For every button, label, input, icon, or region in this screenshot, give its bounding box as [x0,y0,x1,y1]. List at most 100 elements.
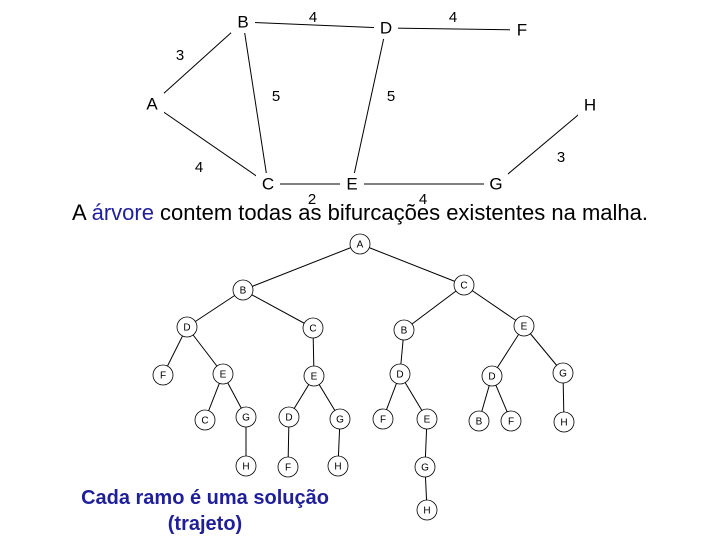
tree-node: C [302,317,324,339]
graph-weight-d-f: 4 [449,9,457,26]
tree-edge [242,289,314,329]
graph-node-bg-e [340,173,364,195]
tree-node-circle [349,233,371,255]
tree-node-label: B [476,417,483,428]
tree-node-circle [176,316,198,338]
tree-node-circle [212,363,234,385]
caption-prefix: A [72,200,92,225]
graph-node-c: C [262,174,274,193]
tree-node: E [212,363,234,385]
graph-weight-a-b: 3 [176,47,184,64]
tree-node-circle [329,408,351,430]
graph-node-d: D [380,18,392,37]
tree-node: G [235,406,257,428]
graph-node-h: H [584,95,596,114]
tree-node: D [481,365,503,387]
solution-note-line1: Cada ramo é uma solução [81,487,329,509]
tree-node-circle [194,409,216,431]
tree-node-circle [553,411,575,433]
tree-node-circle [389,363,411,385]
tree-node-circle [277,456,299,478]
tree-node: C [194,409,216,431]
graph-weight-e-g: 4 [419,191,427,208]
solution-note: Cada ramo é uma solução (trajeto) [40,485,370,537]
tree-node-circle [453,274,475,296]
tree-node-circle [372,408,394,430]
tree-node-label: G [336,415,344,426]
graph-weight-c-e: 2 [308,191,316,208]
tree-node: E [303,365,325,387]
tree-node-label: B [240,286,247,297]
tree-node-label: H [334,462,341,473]
tree-node-circle [302,317,324,339]
tree-node: H [235,455,257,477]
graph-node-bg-g [484,173,508,195]
tree-node: D [176,316,198,338]
tree-node: B [393,319,415,341]
graph-node-g: G [489,174,502,193]
tree-node-circle [513,315,535,337]
tree-node: C [453,274,475,296]
tree-node-label: E [220,370,227,381]
graph-weight-d-e: 5 [387,88,395,105]
tree-node-label: A [357,240,364,251]
solution-note-line2: (trajeto) [167,513,243,535]
tree-node: F [500,410,522,432]
tree-node-circle [468,410,490,432]
graph-node-bg-b [231,11,255,33]
tree-node-circle [235,406,257,428]
tree-node: D [389,363,411,385]
graph-node-b: B [237,12,248,31]
tree-node-label: E [521,322,528,333]
tree-edge [242,243,361,291]
tree-node-label: D [488,372,495,383]
graph-edge-d-e [351,27,387,185]
tree-node-label: G [421,463,429,474]
tree-node-label: E [311,372,318,383]
graph-edges [151,21,591,185]
tree-node: G [414,456,436,478]
graph-edge-a-c [151,103,269,185]
tree-node-circle [232,279,254,301]
caption-suffix: contem todas as bifurcações existentes n… [153,200,648,225]
tree-node-label: F [380,415,386,426]
tree-node-circle [327,455,349,477]
tree-node: E [513,315,535,337]
tree-node-circle [416,499,438,521]
tree-node: B [468,410,490,432]
graph-edge-d-f [385,27,523,31]
graph-edge-b-c [242,21,269,185]
graph-node-bg-a [140,93,164,115]
tree-edge [403,284,465,331]
tree-node-circle [235,455,257,477]
tree-node: G [329,408,351,430]
tree-node-circle [552,362,574,384]
tree-node: H [553,411,575,433]
tree-node-circle [481,365,503,387]
tree-node: F [277,456,299,478]
tree-node-label: C [460,281,467,292]
graph-node-e: E [346,174,357,193]
graph-weight-a-c: 4 [195,159,203,176]
graph-node-bg-f [510,19,534,41]
graph-weight-b-c: 5 [272,88,280,105]
graph-node-a: A [146,94,158,113]
tree-node-circle [303,365,325,387]
tree-node-label: B [401,326,408,337]
tree-node-label: H [560,418,567,429]
caption: A árvore contem todas as bifurcações exi… [0,200,720,226]
tree-node: B [232,279,254,301]
tree-node-circle [500,410,522,432]
tree-node: E [416,408,438,430]
tree-node-label: G [242,413,250,424]
tree-node: H [416,499,438,521]
graph-node-bg-c [256,173,280,195]
tree-node-circle [416,408,438,430]
tree-node: F [152,364,174,386]
tree-node-label: C [201,416,208,427]
graph-weight-h-g: 3 [557,149,565,166]
tree-node-label: F [160,371,166,382]
tree-node-circle [393,319,415,341]
